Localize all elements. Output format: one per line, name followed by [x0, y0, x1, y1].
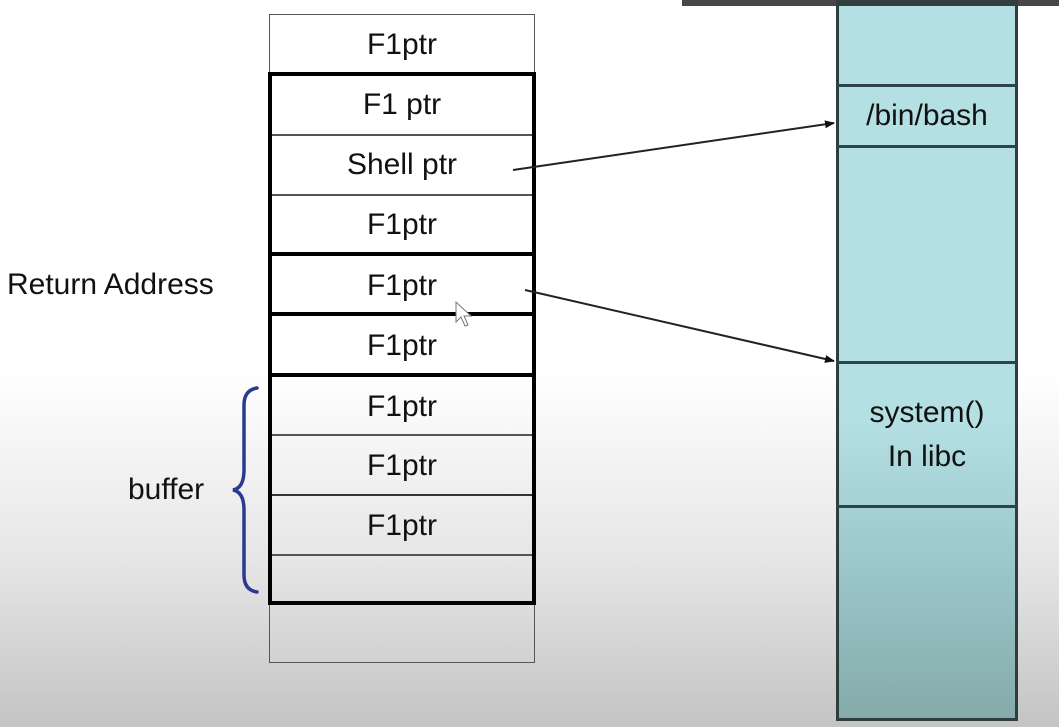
memory-divider	[836, 361, 1018, 364]
stack-cell-shell-ptr: Shell ptr	[269, 135, 535, 194]
stack-cell-f1ptr: F1ptr	[269, 195, 535, 254]
cell-divider	[270, 134, 534, 136]
cell-divider-thick	[268, 312, 536, 316]
stack-cell-buffer-1: F1ptr	[269, 378, 535, 435]
arrow-return-to-system	[524, 289, 835, 363]
mouse-cursor-icon	[455, 300, 473, 327]
cell-label: F1ptr	[366, 448, 438, 482]
cell-divider-thick	[268, 252, 536, 256]
memory-divider	[836, 145, 1018, 148]
cell-divider	[270, 494, 534, 496]
memory-divider	[836, 84, 1018, 87]
stack-cell-buffer-2: F1ptr	[269, 436, 535, 495]
arrow-shell-to-bash	[512, 120, 835, 171]
memory-column-top	[836, 0, 1018, 6]
system-label: system()	[869, 396, 985, 429]
stack-cell-buffer-3: F1ptr	[269, 496, 535, 555]
buffer-label: buffer	[128, 473, 205, 506]
stack-cell-below-frame	[269, 604, 535, 663]
memory-divider	[836, 505, 1018, 508]
cell-label: Shell ptr	[346, 147, 458, 181]
bin-bash-label: /bin/bash	[866, 99, 988, 133]
cell-divider	[270, 194, 534, 196]
cell-divider	[270, 434, 534, 436]
stack-cell-f1-ptr: F1 ptr	[269, 76, 535, 134]
return-address-label: Return Address	[7, 268, 214, 301]
cell-label: F1ptr	[366, 508, 438, 542]
buffer-brace-icon	[232, 386, 259, 594]
cell-label: F1ptr	[366, 27, 438, 61]
stack-cell-f1ptr: F1ptr	[269, 317, 535, 375]
cell-divider-thick	[268, 373, 536, 377]
cell-label: F1ptr	[366, 389, 438, 423]
memory-column	[836, 0, 1018, 721]
stack-cell-return-address: F1ptr	[269, 257, 535, 314]
memory-cell-bin-bash: /bin/bash	[839, 87, 1015, 145]
cell-label: F1ptr	[366, 207, 438, 241]
stack-cell-above-frame: F1ptr	[269, 14, 535, 74]
memory-cell-system-libc: system() In libc	[839, 364, 1015, 505]
libc-label: In libc	[887, 439, 967, 473]
cell-divider	[270, 554, 534, 556]
cell-label: F1ptr	[366, 268, 438, 302]
cell-label: F1ptr	[366, 329, 438, 362]
cell-label: F1 ptr	[362, 88, 442, 121]
